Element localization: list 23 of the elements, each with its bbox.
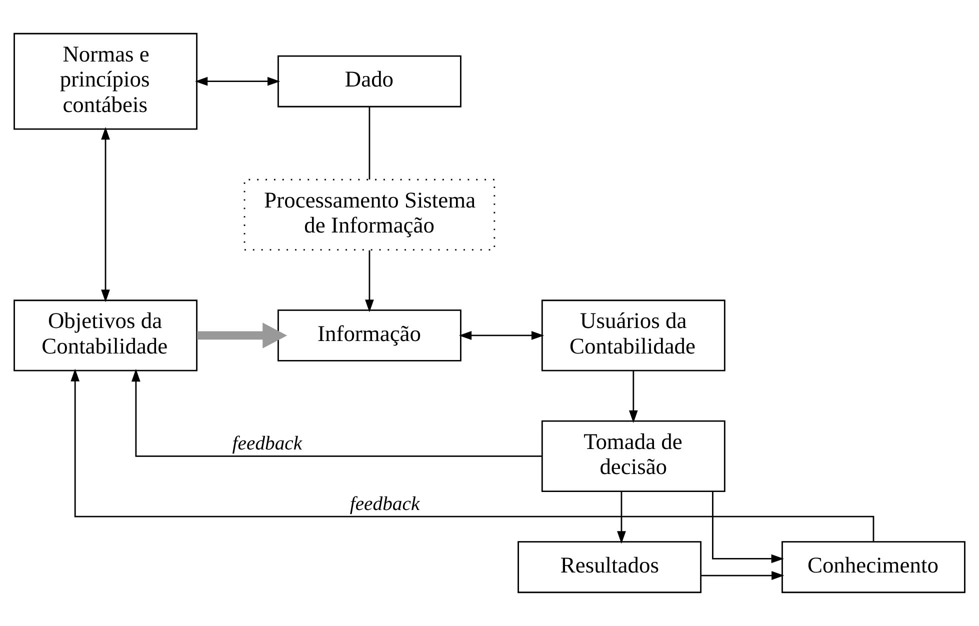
node-box: Objetivos da Contabilidade <box>14 300 198 372</box>
node-box: Resultados <box>518 541 702 594</box>
node-box: Conhecimento <box>782 541 966 594</box>
arrow <box>701 571 784 580</box>
arrow <box>617 492 626 544</box>
arrow <box>70 368 874 542</box>
node-box: Normas e princípios contábeis <box>14 32 198 130</box>
node-box: Tomada de decisão <box>541 420 726 492</box>
node-box: Informação <box>278 309 462 362</box>
arrow <box>132 368 542 457</box>
arrow <box>712 491 784 564</box>
arrow <box>458 331 544 340</box>
edge-label: feedback <box>350 492 420 515</box>
node-box: Dado <box>278 55 462 108</box>
connector <box>368 107 370 180</box>
arrow <box>197 322 288 348</box>
node-box: Processamento Sistema de Informação <box>244 178 496 251</box>
arrow <box>365 250 374 312</box>
edge-label: feedback <box>232 432 302 454</box>
node-box: Usuários da Contabilidade <box>541 300 726 372</box>
arrow <box>101 127 110 302</box>
arrow <box>194 76 280 86</box>
arrow <box>628 371 638 423</box>
